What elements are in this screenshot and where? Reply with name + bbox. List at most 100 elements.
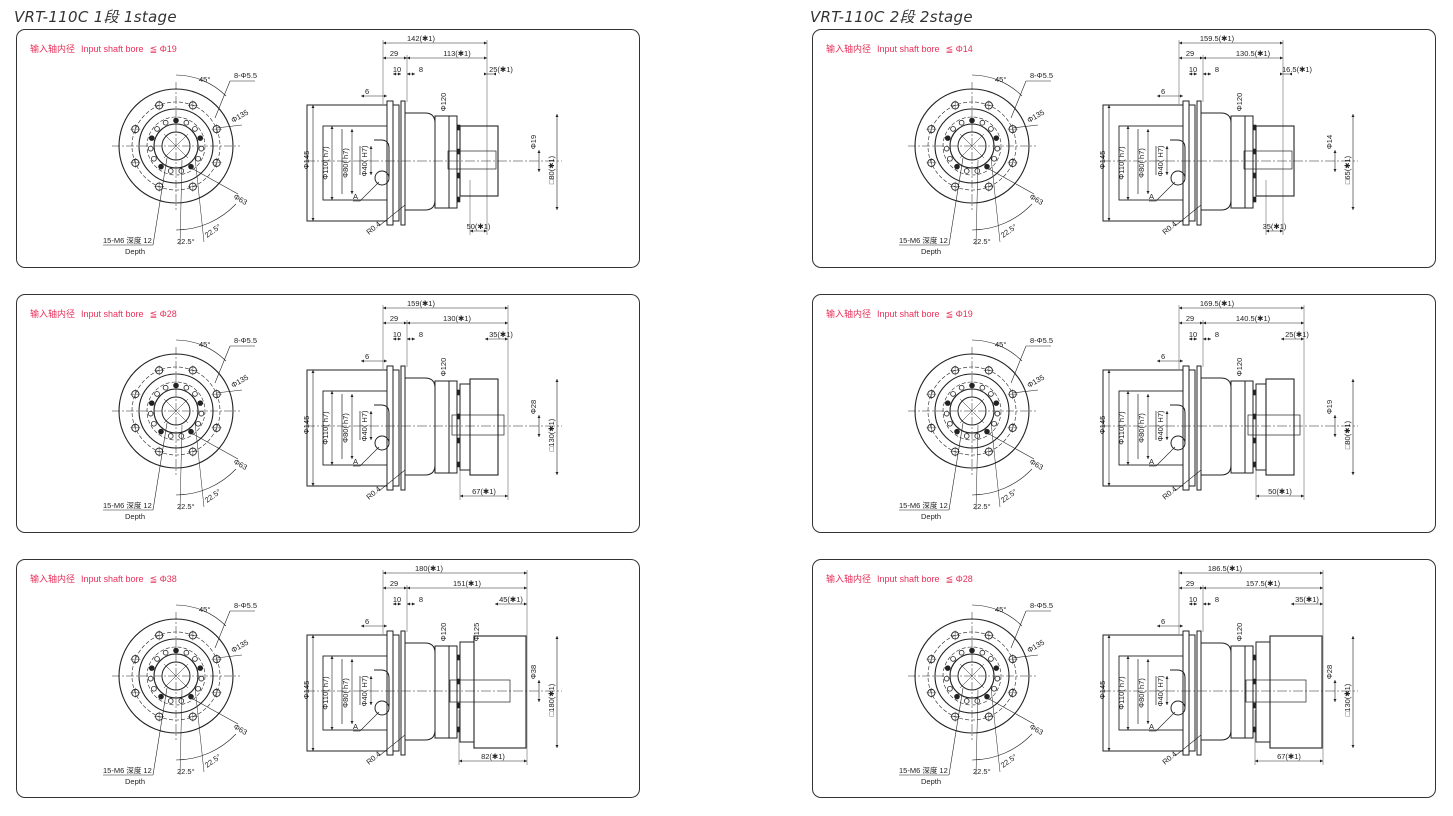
dim-8-label: 8 [1215, 595, 1219, 604]
radius-r04-label: R0.4 [365, 219, 383, 236]
dia-shaft-label: Φ28 [529, 400, 538, 414]
dim-8-label: 8 [1215, 65, 1219, 74]
dia-63-label: Φ63 [1028, 722, 1045, 737]
dim-10-label: 10 [1189, 65, 1197, 74]
mounting-holes-label: 8-Φ5.5 [1030, 601, 1053, 610]
dim-8-label: 8 [419, 595, 423, 604]
bore-label-en: Input shaft bore [877, 44, 940, 54]
bore-label-jp: 输入轴内径 [826, 309, 872, 319]
dim-29-label: 29 [1186, 49, 1194, 58]
dia-63-label: Φ63 [232, 457, 249, 472]
bore-value: ≦ Φ19 [149, 44, 177, 54]
dim-flange-length: 16.5(✱1) [1282, 65, 1313, 74]
dim-body-length: 140.5(✱1) [1236, 314, 1271, 323]
dim-10-label: 10 [1189, 330, 1197, 339]
dim-total-length: 159(✱1) [407, 299, 435, 308]
point-a-label: A [353, 457, 358, 466]
dia-63-label: Φ63 [232, 192, 249, 207]
tap-holes-label: 15-M6 深度 12 [899, 235, 948, 245]
dia-40-label: Φ40( H7) [360, 675, 369, 706]
dim-bottom-length: 35(✱1) [1263, 222, 1287, 231]
dia-135-label: Φ135 [1026, 373, 1047, 390]
dim-29-label: 29 [1186, 579, 1194, 588]
dia-80-label: Φ80( h7) [341, 413, 350, 443]
tap-holes-label: 15-M6 深度 12 [899, 765, 948, 775]
angle-45-label: 45° [199, 605, 210, 614]
dia-145-label: Φ145 [1098, 151, 1107, 170]
dia-80-label: Φ80( h7) [341, 678, 350, 708]
dia-40-label: Φ40( H7) [1156, 675, 1165, 706]
dia-shaft-label: Φ19 [1325, 400, 1334, 414]
dia-80-label: Φ80( h7) [341, 148, 350, 178]
dim-bottom-length: 67(✱1) [1277, 752, 1301, 761]
dim-body-length: 130.5(✱1) [1236, 49, 1271, 58]
depth-label: Depth [125, 512, 145, 521]
dia-63-label: Φ63 [1028, 457, 1045, 472]
dim-6-label: 6 [365, 87, 369, 96]
dia-40-label: Φ40( H7) [360, 410, 369, 441]
dim-29-label: 29 [1186, 314, 1194, 323]
dia-40-label: Φ40( H7) [1156, 410, 1165, 441]
dim-flange-length: 45(✱1) [499, 595, 523, 604]
dia-135-label: Φ135 [230, 638, 251, 655]
dia-40-label: Φ40( H7) [1156, 145, 1165, 176]
point-a-label: A [353, 722, 358, 731]
dim-total-length: 180(✱1) [415, 564, 443, 573]
dia-40-label: Φ40( H7) [360, 145, 369, 176]
bore-value: ≦ Φ28 [945, 574, 973, 584]
dim-6-label: 6 [1161, 87, 1165, 96]
angle-45-label: 45° [995, 340, 1006, 349]
bore-value: ≦ Φ19 [945, 309, 973, 319]
dim-8-label: 8 [419, 65, 423, 74]
bore-value: ≦ Φ38 [149, 574, 177, 584]
dim-8-label: 8 [1215, 330, 1219, 339]
dim-10-label: 10 [1189, 595, 1197, 604]
bore-label-en: Input shaft bore [81, 574, 144, 584]
square-size-label: □130(✱1) [1343, 683, 1352, 716]
bore-value: ≦ Φ28 [149, 309, 177, 319]
angle-22-5-label-a: 22.5° [177, 502, 195, 511]
dim-body-length: 151(✱1) [453, 579, 481, 588]
dim-body-length: 113(✱1) [443, 49, 471, 58]
dim-total-length: 186.5(✱1) [1208, 564, 1243, 573]
tap-holes-label: 15-M6 深度 12 [899, 500, 948, 510]
dim-bottom-length: 50(✱1) [467, 222, 491, 231]
bore-label-jp: 输入轴内径 [826, 574, 872, 584]
square-size-label: □80(✱1) [1343, 420, 1352, 449]
dim-total-length: 142(✱1) [407, 34, 435, 43]
dia-145-label: Φ145 [1098, 416, 1107, 435]
bore-value: ≦ Φ14 [945, 44, 973, 54]
dim-flange-length: 25(✱1) [1285, 330, 1309, 339]
column-title-1stage: VRT-110C 1段 1stage [14, 8, 177, 26]
angle-22-5-label-b: 22.5° [203, 487, 223, 504]
dia-125-label: Φ125 [472, 623, 481, 642]
dia-63-label: Φ63 [232, 722, 249, 737]
dia-135-label: Φ135 [1026, 638, 1047, 655]
point-a-label: A [353, 192, 358, 201]
depth-label: Depth [125, 777, 145, 786]
bore-label-jp: 输入轴内径 [30, 574, 76, 584]
angle-22-5-label-a: 22.5° [177, 767, 195, 776]
angle-22-5-label-b: 22.5° [203, 752, 223, 769]
dia-120-label: Φ120 [439, 358, 448, 377]
dim-flange-length: 35(✱1) [489, 330, 513, 339]
dim-6-label: 6 [1161, 352, 1165, 361]
dim-29-label: 29 [390, 314, 398, 323]
bore-label-en: Input shaft bore [877, 309, 940, 319]
dia-145-label: Φ145 [302, 416, 311, 435]
dia-135-label: Φ135 [1026, 108, 1047, 125]
dia-120-label: Φ120 [439, 623, 448, 642]
